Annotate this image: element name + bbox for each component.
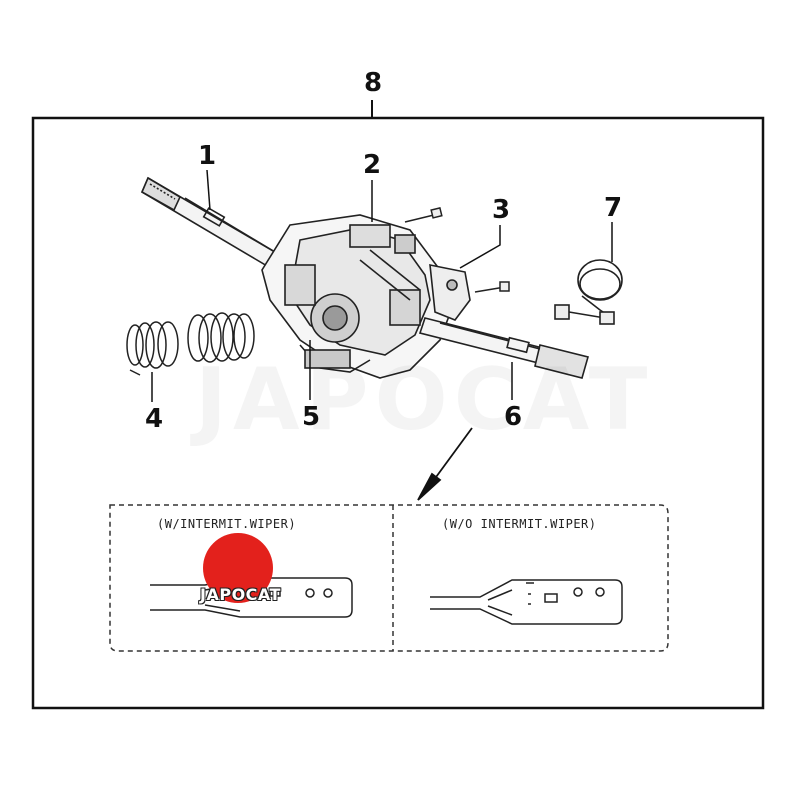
callout-8: 8 bbox=[364, 68, 383, 98]
callout-3: 3 bbox=[492, 195, 511, 225]
leader-3 bbox=[459, 225, 501, 269]
lever-without-intermit bbox=[430, 579, 623, 625]
variants-box bbox=[109, 504, 669, 652]
assembly-frame bbox=[31, 116, 765, 710]
screw-lower bbox=[474, 281, 510, 293]
variant-pointer bbox=[417, 427, 473, 501]
leader-1 bbox=[206, 169, 211, 211]
spring-small bbox=[126, 321, 179, 376]
japocat-logo-text: JAPOCAT bbox=[200, 585, 281, 604]
callout-5: 5 bbox=[302, 402, 321, 432]
callout-7: 7 bbox=[604, 193, 623, 223]
switch-body bbox=[261, 214, 456, 379]
callout-2: 2 bbox=[363, 150, 382, 180]
caption-without-intermit: (W/O INTERMIT.WIPER) bbox=[442, 517, 597, 531]
callout-6: 6 bbox=[504, 402, 523, 432]
spring-large bbox=[187, 312, 255, 363]
lever-right bbox=[418, 317, 589, 379]
watermark: JAPOCAT bbox=[195, 350, 653, 450]
callout-4: 4 bbox=[145, 404, 164, 434]
hose-clamp bbox=[554, 259, 623, 325]
screw-upper bbox=[404, 207, 443, 223]
caption-with-intermit: (W/INTERMIT.WIPER) bbox=[157, 517, 297, 531]
japocat-logo bbox=[203, 533, 273, 603]
callout-1: 1 bbox=[198, 141, 217, 171]
bracket-right bbox=[429, 264, 471, 321]
